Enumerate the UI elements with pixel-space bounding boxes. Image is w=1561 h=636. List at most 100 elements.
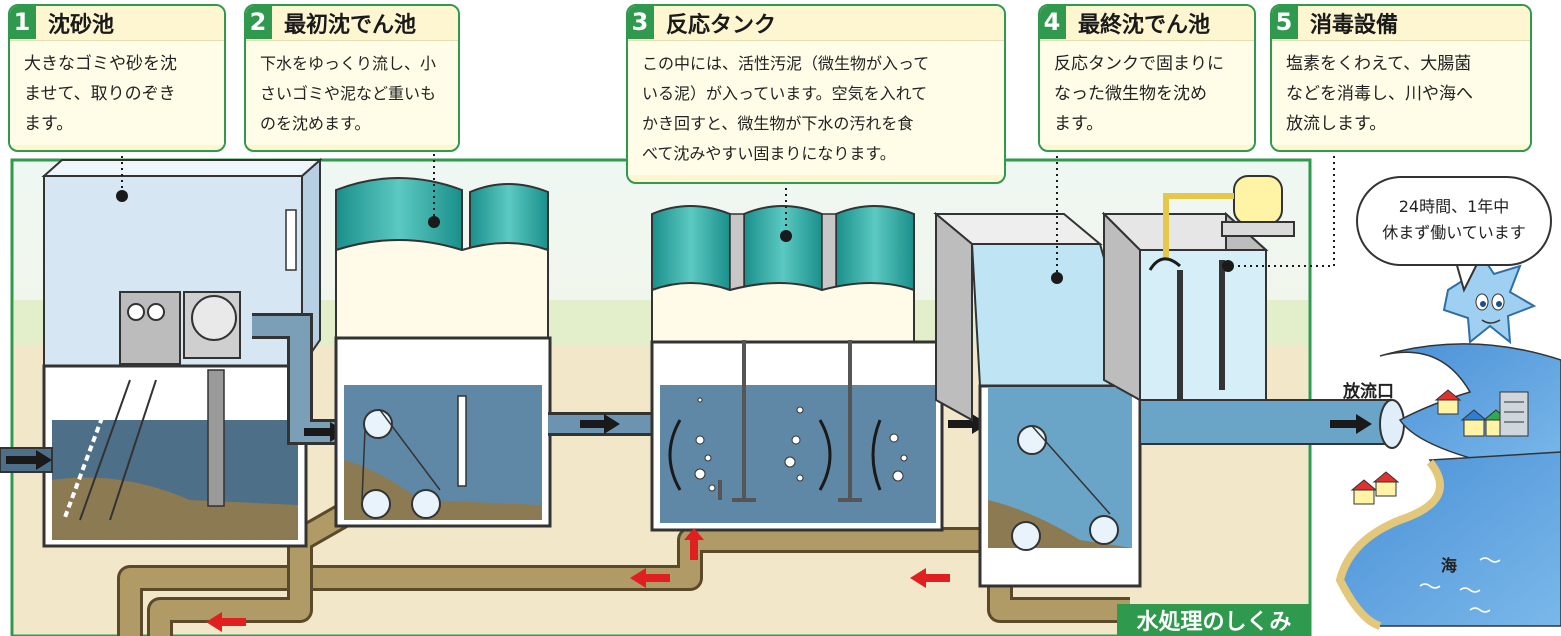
step-title: 反応タンク (666, 13, 777, 38)
chlorine-swirl (1148, 257, 1181, 271)
building-icon (1499, 391, 1529, 437)
step-description: 塩素をくわえて、大腸菌 などを消毒し、川や海へ 放流します。 (1272, 40, 1530, 145)
step-description: 反応タンクで固まりに なった微生物を沈め ます。 (1040, 40, 1254, 145)
reactor-air-pipe-1 (732, 340, 756, 502)
description-line: べて沈みやすい固まりになります。 (642, 144, 896, 163)
house-icon (1434, 389, 1462, 415)
step-card-4: 4 最終沈でん池 反応タンクで固まりに なった微生物を沈め ます。 (1038, 4, 1256, 152)
outlet-mouth (1379, 399, 1405, 449)
description-line: のを沈めます。 (260, 114, 371, 133)
description-line: ませて、取りのぞき (24, 84, 176, 104)
step-card-header: 4 最終沈でん池 (1040, 6, 1254, 40)
grit-motor-face (191, 295, 237, 341)
leader-dots (116, 190, 1234, 284)
step-card-header: 1 沈砂池 (10, 6, 224, 40)
reactor-air-pipe-2 (838, 340, 862, 502)
description-line: さいゴミや泥など重いも (260, 84, 437, 103)
primary-scraper-chain (379, 409, 441, 491)
sea-waves (1419, 557, 1501, 613)
grit-building-top (41, 159, 323, 177)
sludge-return-pipe-2-inner (150, 491, 375, 636)
grit-scraper-dashed (62, 379, 118, 521)
disinfect-basin (1139, 249, 1267, 411)
step-number-badge: 3 (628, 6, 654, 39)
outlet-label: 放流口 (1343, 382, 1394, 402)
primary-weir (457, 395, 467, 487)
step-title: 消毒設備 (1310, 13, 1399, 38)
final-scraper-wheel-bl (1011, 521, 1041, 551)
step-card-3: 3 反応タンク この中には、活性汚泥（微生物が入って いる泥）が入っています。空… (626, 4, 1006, 184)
reactor-bubbles (694, 397, 908, 492)
description-line: ます。 (1054, 114, 1104, 134)
description-line: ます。 (24, 114, 74, 134)
description-line: 大きなゴミや砂を沈 (24, 54, 177, 74)
step-number-badge: 2 (246, 6, 272, 39)
primary-scraper-wheel-br (411, 489, 441, 519)
diagram-caption: 水処理のしくみ (1117, 604, 1311, 636)
speech-bubble-line: 24時間、1年中 (1398, 197, 1510, 216)
step-card-header: 2 最初沈でん池 (246, 6, 458, 40)
step-card-1: 1 沈砂池 大きなゴミや砂を沈 ませて、取りのぞき ます。 (8, 4, 226, 152)
arrow-into-reactor (580, 414, 620, 434)
final-basin-wall (935, 211, 973, 422)
red-arrow-left-1 (910, 568, 950, 588)
chlorine-pipe (1163, 193, 1234, 260)
grit-pipe-down (207, 369, 225, 507)
arrow-into-final (948, 414, 988, 434)
step-title: 最終沈でん池 (1078, 13, 1211, 38)
primary-scraper-wheel-bl (361, 489, 391, 519)
step-description: 大きなゴミや砂を沈 ませて、取りのぞき ます。 (10, 40, 224, 145)
final-scraper-wheel-top (1017, 425, 1047, 455)
step-card-2: 2 最初沈でん池 下水をゆっくり流し、小 さいゴミや泥など重いも のを沈めます。 (244, 4, 460, 152)
step-title: 最初沈でん池 (284, 13, 417, 38)
description-line: いる泥）が入っています。空気を入れて (642, 84, 928, 103)
step-description: この中には、活性汚泥（微生物が入って いる泥）が入っています。空気を入れて かき… (628, 40, 1004, 175)
final-scraper-chain (1031, 425, 1111, 515)
step-number-badge: 1 (10, 6, 36, 39)
grit-conveyor-2 (109, 379, 157, 521)
description-line: 反応タンクで固まりに (1054, 54, 1224, 74)
river (1379, 343, 1561, 471)
step-card-header: 3 反応タンク (628, 6, 1004, 40)
grit-machine (119, 291, 181, 365)
beach (1335, 459, 1444, 630)
sea-label: 海 (1441, 556, 1458, 575)
step-card-5: 5 消毒設備 塩素をくわえて、大腸菌 などを消毒し、川や海へ 放流します。 (1270, 4, 1532, 152)
description-line: かき回すと、微生物が下水の汚れを食 (642, 114, 914, 133)
primary-scraper-chain-2 (361, 429, 366, 501)
reactor-roof-base (651, 282, 915, 343)
primary-roof-base (335, 239, 549, 339)
reactor-basin-water (660, 385, 936, 523)
description-line: 塩素をくわえて、大腸菌 (1286, 54, 1472, 74)
reactor-mixing-arrow-1 (668, 419, 682, 491)
red-arrow-left-3 (206, 612, 246, 632)
grit-conveyor (79, 379, 131, 521)
description-line: この中には、活性汚泥（微生物が入って (642, 54, 930, 73)
inflow-arrow (6, 450, 52, 470)
grit-pulley-2 (147, 303, 165, 321)
description-line: などを消毒し、川や海へ (1286, 84, 1473, 104)
description-line: 下水をゆっくり流し、小 (260, 54, 437, 73)
primary-scraper-wheel-top (363, 409, 393, 439)
final-scraper-wheel-br (1089, 515, 1119, 545)
chlorine-tank-base (1221, 221, 1295, 237)
reactor-mixing-arrow-2 (818, 419, 832, 491)
step-card-header: 5 消毒設備 (1272, 6, 1530, 40)
leader-lines (121, 148, 1335, 278)
step-number-badge: 5 (1272, 6, 1298, 39)
outlet-arrow (1330, 414, 1372, 434)
step-title: 沈砂池 (48, 13, 115, 38)
description-line: なった微生物を沈め (1054, 84, 1207, 104)
chlorine-tank (1233, 175, 1283, 225)
house-icon-3 (1350, 471, 1400, 505)
step-description: 下水をゆっくり流し、小 さいゴミや泥など重いも のを沈めます。 (246, 40, 458, 145)
primary-basin-sludge (344, 460, 542, 520)
grit-pulley (127, 303, 145, 321)
description-line: 放流します。 (1286, 114, 1387, 134)
red-arrow-up (684, 528, 704, 560)
speech-bubble: 24時間、1年中 休まず働いています (1356, 176, 1552, 266)
reactor-mixing-arrow-3 (871, 419, 882, 491)
grit-window (285, 209, 297, 271)
speech-bubble-line: 休まず働いています (1382, 223, 1526, 242)
